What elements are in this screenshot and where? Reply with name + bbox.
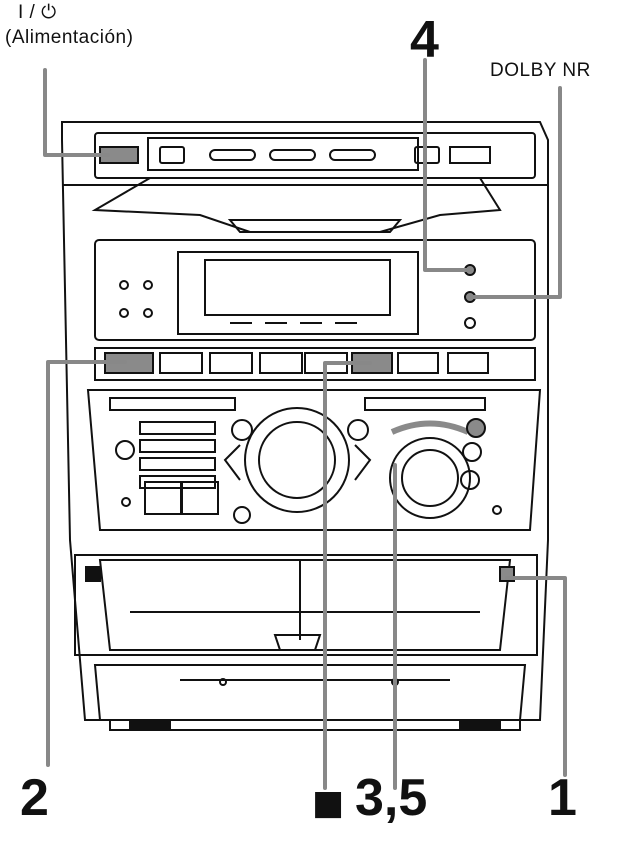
step-4-label: 4 [410, 11, 439, 69]
power-caption-label: (Alimentación) [5, 27, 134, 48]
volume-knob [389, 437, 471, 519]
callout-power [43, 68, 110, 157]
callout-1 [505, 576, 567, 777]
callout-2 [46, 360, 127, 767]
tuner-arc [390, 420, 470, 435]
dolby-nr-label: DOLBY NR [490, 60, 591, 81]
display-window [177, 251, 419, 335]
jog-dial [244, 407, 350, 513]
display-panel [94, 239, 536, 341]
step-1-label: 1 [548, 769, 577, 827]
callout-stop [323, 361, 372, 790]
base [93, 664, 527, 721]
step-2-label: 2 [20, 769, 49, 827]
deck-button-left [85, 566, 101, 582]
callout-dolby [468, 86, 562, 299]
power-symbol-label: I / ⏻ [18, 2, 57, 23]
step-35-label: 3,5 [355, 769, 428, 827]
control-panel [86, 389, 542, 531]
cabinet-outline [61, 121, 549, 731]
top-button [159, 146, 185, 164]
callout-4 [423, 58, 472, 272]
cassette-deck [74, 554, 538, 656]
stop-symbol-label: ■ [312, 783, 345, 823]
